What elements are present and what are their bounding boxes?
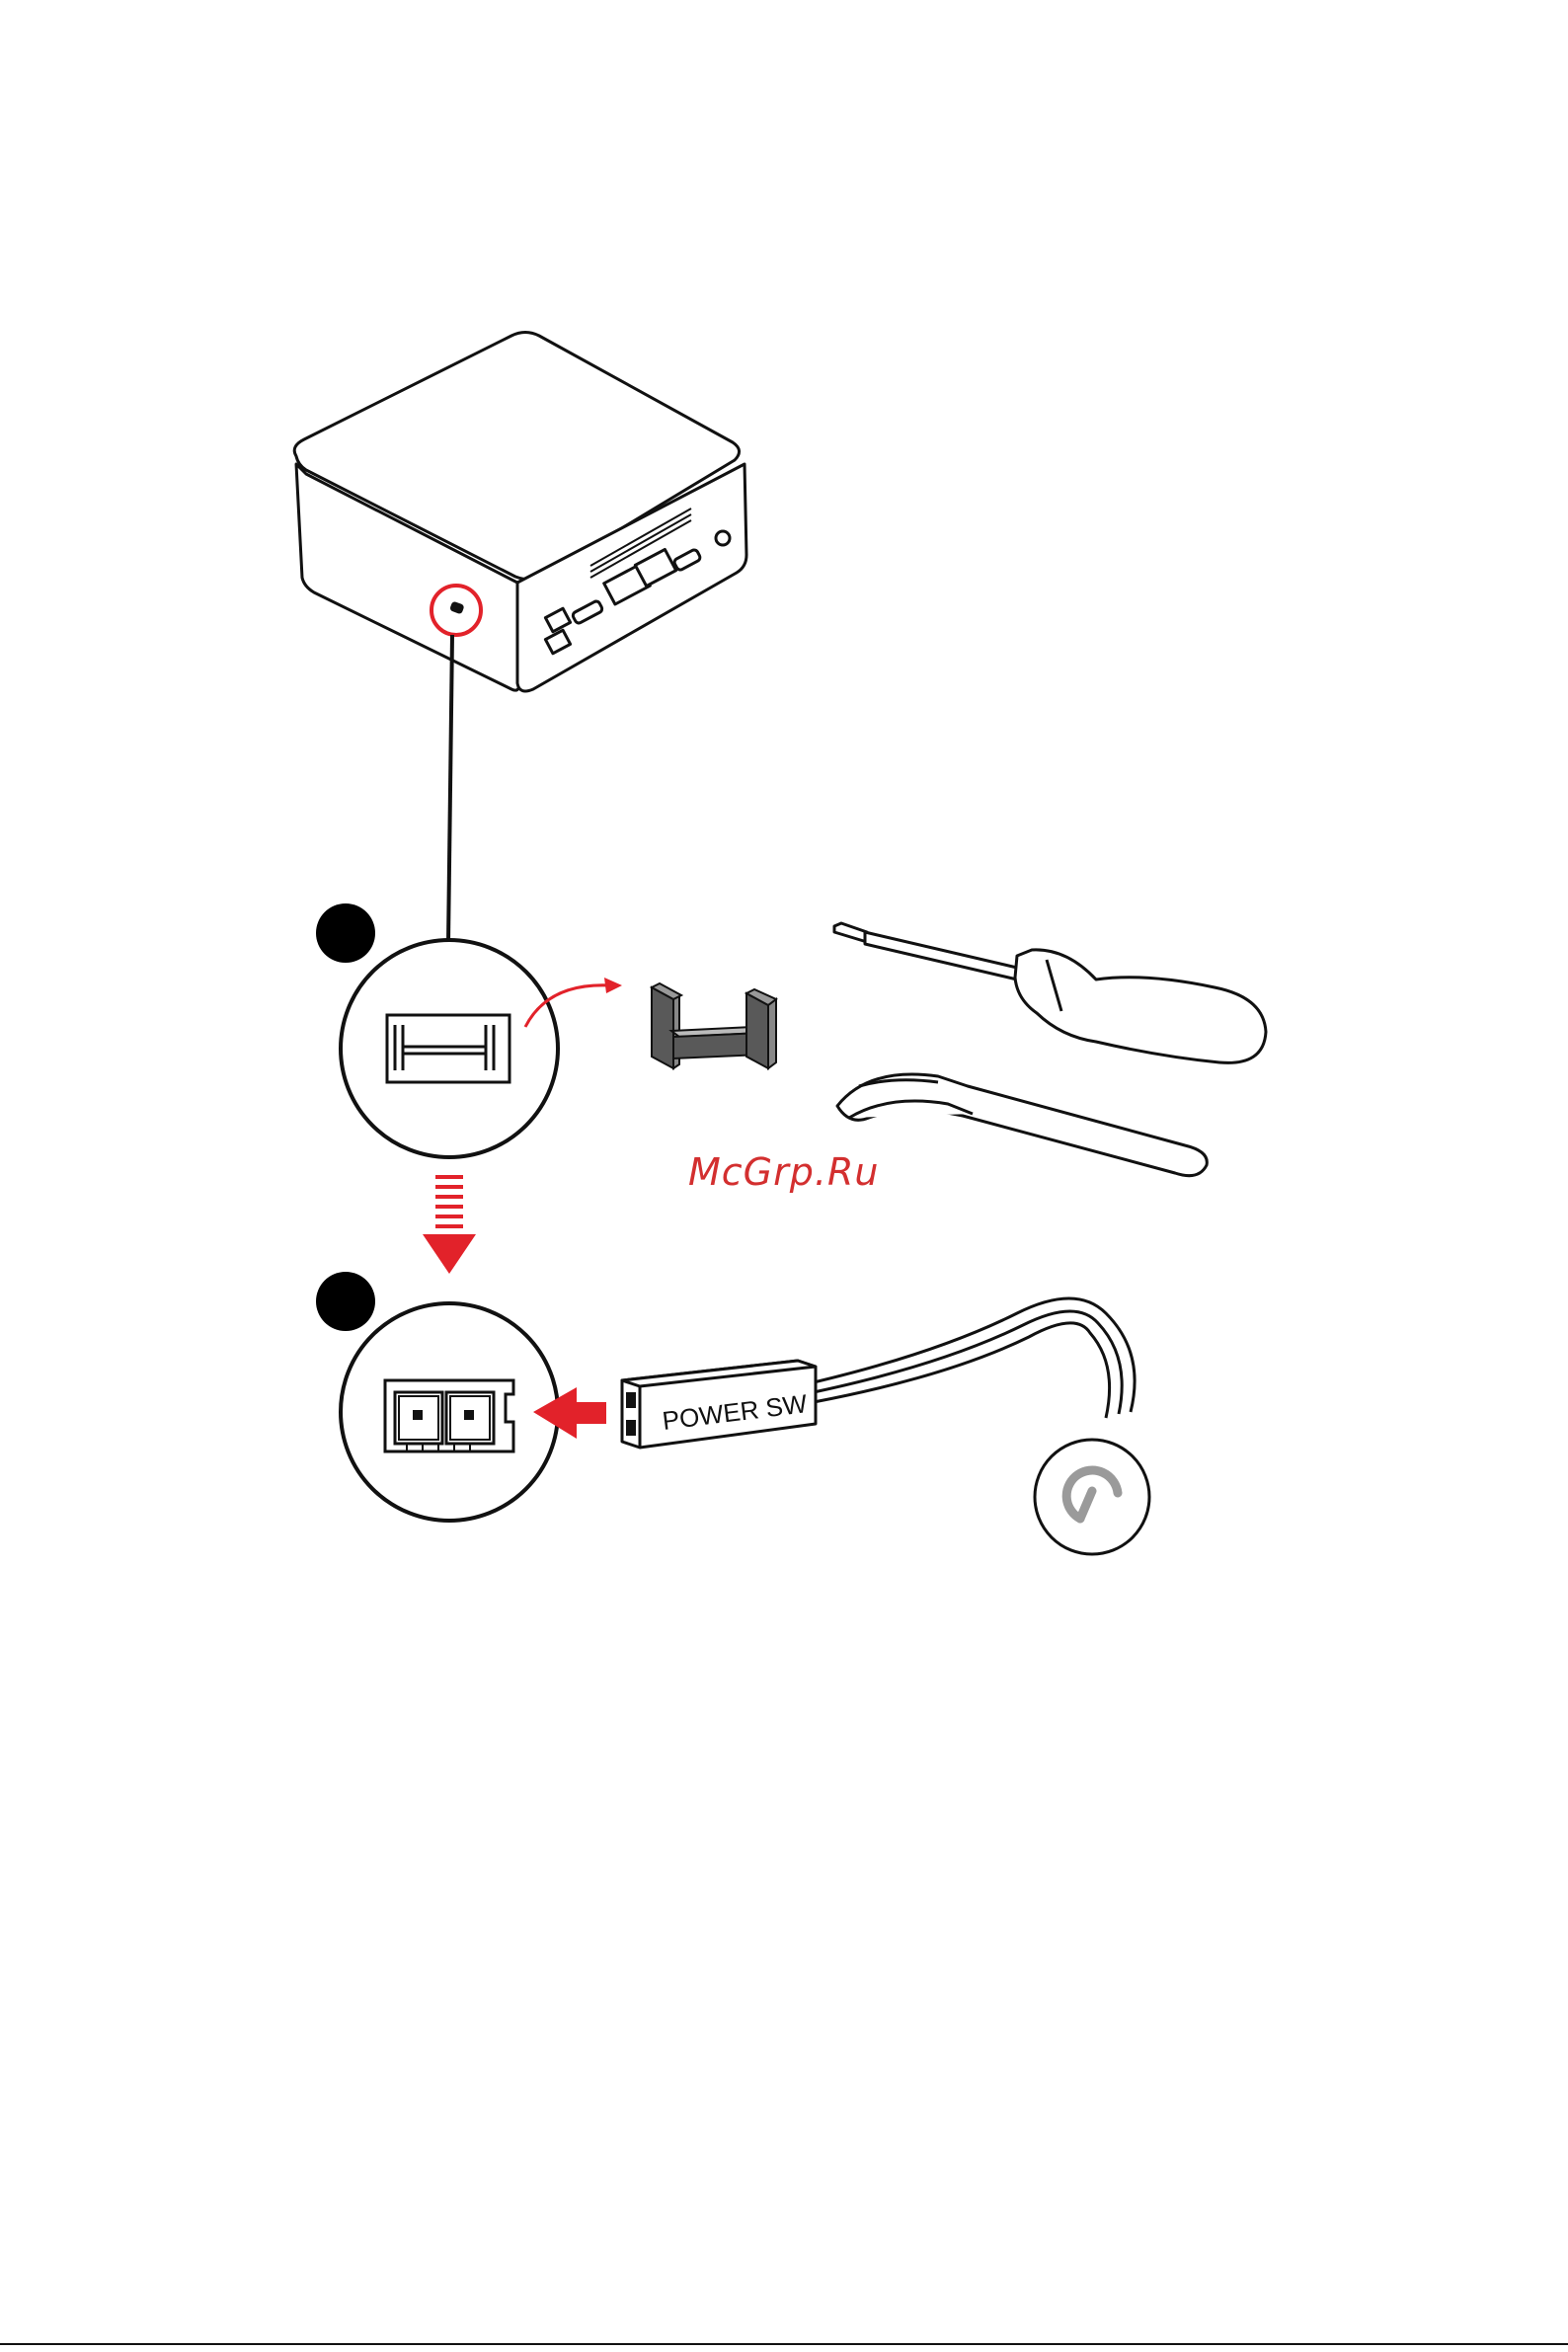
step-1-badge <box>316 903 375 963</box>
watermark-text: McGrp.Ru <box>688 1150 879 1194</box>
jumper-cap-icon <box>652 983 776 1068</box>
pin-header-icon <box>341 1303 558 1521</box>
step-2-badge <box>316 1272 375 1331</box>
next-step-arrow <box>423 1175 476 1274</box>
leader-line <box>448 635 452 944</box>
zoom-circle-jumper <box>341 940 558 1157</box>
power-sw-cable <box>814 1298 1135 1418</box>
screwdriver-icon <box>834 923 1266 1062</box>
tweezers-icon <box>837 1074 1207 1176</box>
power-button-icon <box>1035 1440 1149 1554</box>
mini-pc-icon <box>294 333 746 692</box>
